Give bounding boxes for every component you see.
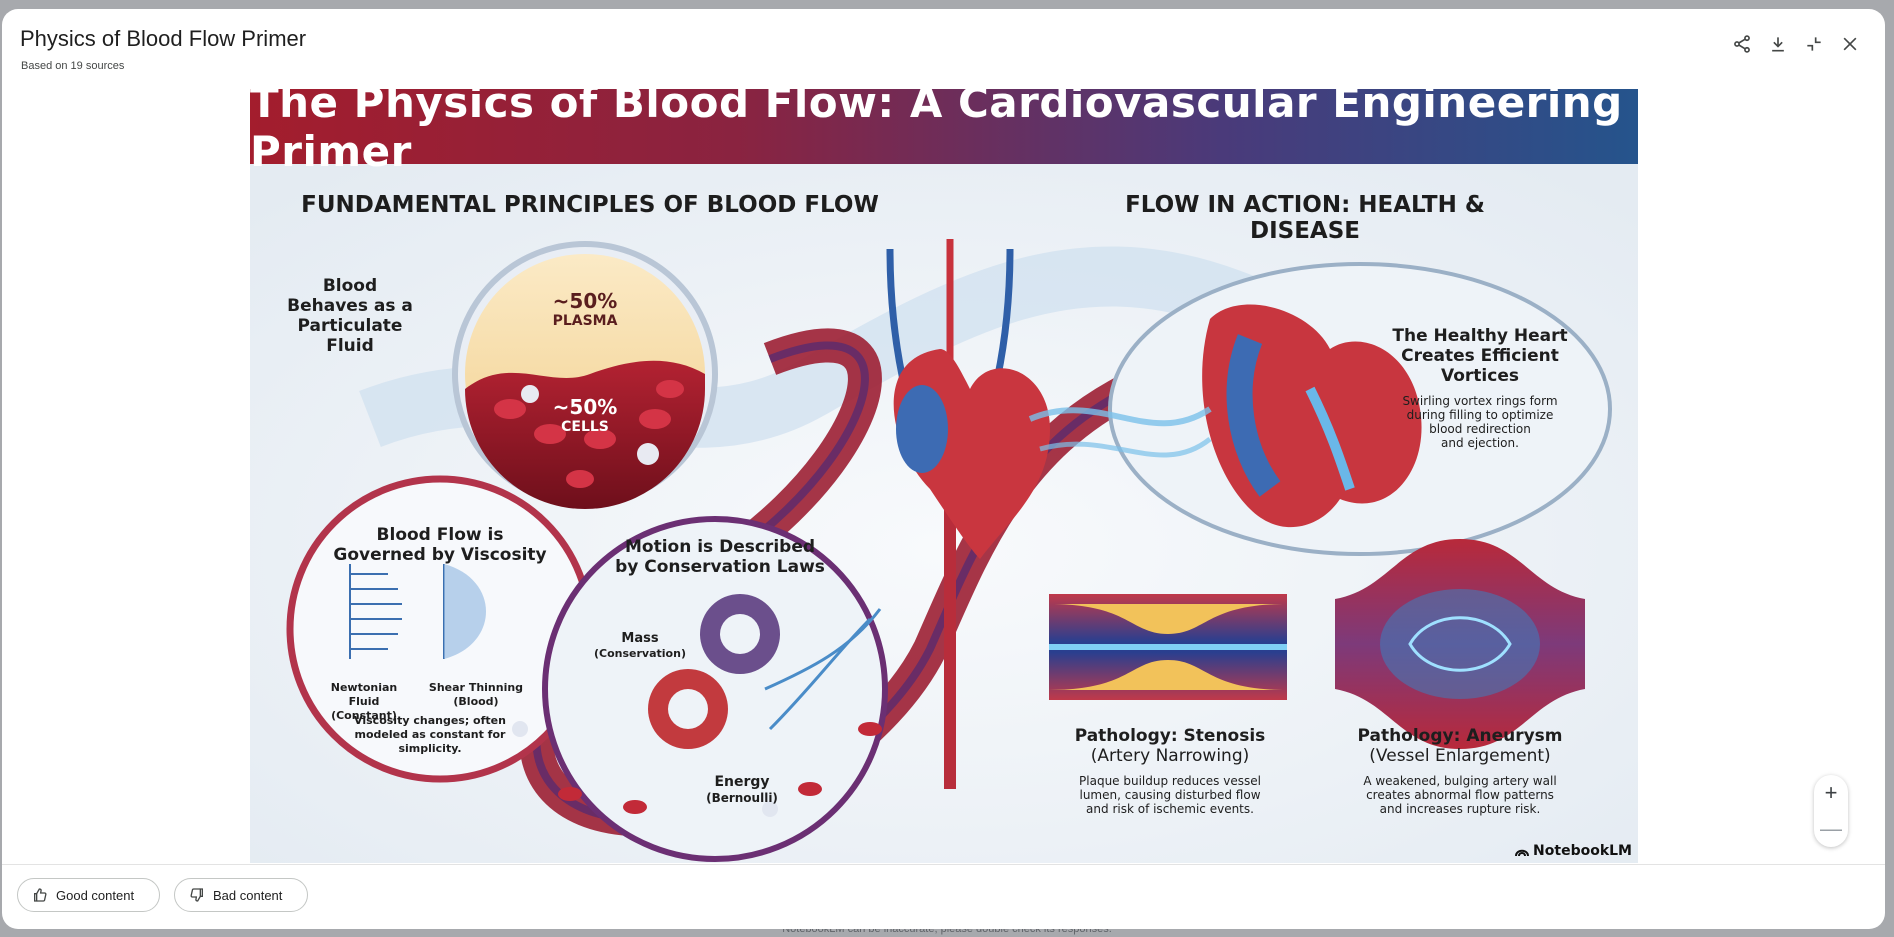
collapse-icon (1807, 37, 1821, 51)
plasma-label: PLASMA (552, 313, 618, 329)
motion-title-line-1: Motion is Described (624, 537, 816, 557)
particulate-line-1: Blood (322, 276, 378, 296)
infographic-artwork (250, 164, 1638, 863)
notebooklm-brand: NotebookLM (1515, 843, 1632, 859)
healthy-title-line-1: The Healthy Heart (1392, 326, 1568, 346)
plasma-percent: ~50% (552, 289, 618, 313)
download-icon (1772, 37, 1784, 52)
healthy-title-line-3: Vortices (1441, 366, 1519, 386)
newtonian-line-1: Newtonian Fluid (330, 681, 398, 708)
cells-label: CELLS (561, 419, 609, 435)
aneurysm-title-line-2: (Vessel Enlargement) (1369, 746, 1551, 766)
energy-line-2: (Bernoulli) (706, 791, 778, 805)
particulate-label: Blood Behaves as a Particulate Fluid (280, 276, 420, 356)
viscosity-note-line-1: Viscosity changes; often (354, 714, 506, 727)
left-section-heading: FUNDAMENTAL PRINCIPLES OF BLOOD FLOW (301, 192, 879, 218)
infographic-banner: The Physics of Blood Flow: A Cardiovascu… (250, 89, 1638, 176)
viscosity-note-line-3: simplicity. (398, 742, 462, 755)
viscosity-title-line-2: Governed by Viscosity (333, 545, 547, 565)
artifact-viewer-dialog: Physics of Blood Flow Primer Based on 19… (2, 9, 1885, 929)
close-icon (1843, 37, 1857, 51)
shear-line-2: (Blood) (453, 695, 499, 708)
stenosis-title: Pathology: Stenosis (Artery Narrowing) (1050, 726, 1290, 766)
sources-count: Based on 19 sources (21, 60, 125, 72)
shear-thinning-label: Shear Thinning (Blood) (426, 681, 526, 709)
mass-line-2: (Conservation) (594, 647, 686, 660)
aneurysm-note-line-2: creates abnormal flow patterns (1366, 788, 1554, 802)
good-content-button[interactable]: Good content (17, 878, 160, 912)
thumbs-up-icon (34, 888, 47, 902)
healthy-note-line-1: Swirling vortex rings form (1402, 394, 1558, 408)
notebooklm-logo-icon (1515, 849, 1530, 857)
healthy-note-line-2: during filling to optimize (1406, 408, 1554, 422)
stenosis-note-line-2: lumen, causing disturbed flow (1079, 788, 1261, 802)
cells-percent: ~50% (552, 395, 618, 419)
healthy-heart-title: The Healthy Heart Creates Efficient Vort… (1390, 326, 1570, 386)
bad-content-button[interactable]: Bad content (174, 878, 308, 912)
zoom-in-button[interactable]: + (1824, 780, 1838, 805)
healthy-note-line-3: blood redirection (1429, 422, 1531, 436)
bad-content-label: Bad content (213, 887, 283, 903)
mass-label: Mass (Conservation) (590, 631, 690, 661)
aneurysm-note: A weakened, bulging artery wall creates … (1340, 774, 1580, 816)
share-button[interactable] (1729, 31, 1755, 57)
stenosis-title-line-2: (Artery Narrowing) (1090, 746, 1250, 766)
aneurysm-title: Pathology: Aneurysm (Vessel Enlargement) (1340, 726, 1580, 766)
motion-title: Motion is Described by Conservation Laws (610, 537, 830, 577)
mass-line-1: Mass (621, 631, 659, 646)
newtonian-label: Newtonian Fluid (Constant) (314, 681, 414, 723)
infographic-image: The Physics of Blood Flow: A Cardiovascu… (250, 89, 1638, 863)
viewer-toolbar (1729, 31, 1863, 57)
stenosis-note-line-3: and risk of ischemic events. (1086, 802, 1254, 816)
energy-line-1: Energy (714, 774, 770, 790)
right-section-heading: FLOW IN ACTION: HEALTH & DISEASE (1125, 192, 1485, 244)
viscosity-title: Blood Flow is Governed by Viscosity (310, 525, 570, 565)
energy-label: Energy (Bernoulli) (687, 774, 797, 806)
healthy-heart-note: Swirling vortex rings form during fillin… (1390, 394, 1570, 450)
newtonian-line-2: (Constant) (331, 709, 397, 722)
healthy-title-line-2: Creates Efficient (1401, 346, 1559, 366)
aneurysm-note-line-3: and increases rupture risk. (1379, 802, 1541, 816)
thumbs-down-icon (190, 888, 203, 902)
zoom-controls: + — (1814, 775, 1848, 847)
particulate-line-2: Behaves as a (287, 296, 413, 316)
viscosity-title-line-1: Blood Flow is (376, 525, 504, 545)
aneurysm-title-line-1: Pathology: Aneurysm (1357, 726, 1563, 746)
zoom-out-button[interactable]: — (1820, 816, 1842, 841)
stenosis-title-line-1: Pathology: Stenosis (1074, 726, 1266, 746)
healthy-note-line-4: and ejection. (1441, 436, 1519, 450)
viscosity-note: Viscosity changes; often modeled as cons… (330, 714, 530, 756)
viscosity-note-line-2: modeled as constant for (354, 728, 506, 741)
collapse-button[interactable] (1801, 31, 1827, 57)
particulate-line-3: Particulate Fluid (297, 316, 403, 356)
aneurysm-note-line-1: A weakened, bulging artery wall (1363, 774, 1557, 788)
good-content-label: Good content (56, 887, 135, 903)
artifact-title: Physics of Blood Flow Primer (20, 26, 307, 51)
brand-label: NotebookLM (1533, 843, 1632, 859)
footer-divider (2, 864, 1885, 865)
motion-title-line-2: by Conservation Laws (615, 557, 825, 577)
download-button[interactable] (1765, 31, 1791, 57)
stenosis-note-line-1: Plaque buildup reduces vessel (1079, 774, 1261, 788)
close-button[interactable] (1837, 31, 1863, 57)
share-icon (1734, 35, 1750, 53)
stenosis-note: Plaque buildup reduces vessel lumen, cau… (1050, 774, 1290, 816)
shear-line-1: Shear Thinning (428, 681, 524, 694)
